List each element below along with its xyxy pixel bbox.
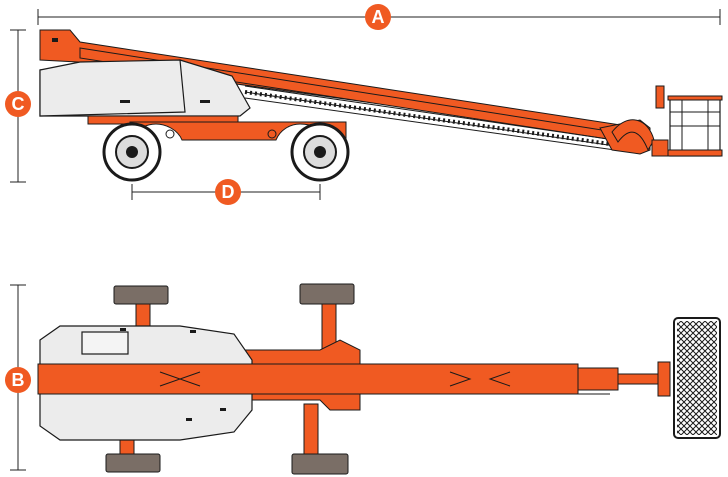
side-wheel-front: [290, 122, 350, 182]
badge-b-label: B: [12, 370, 25, 390]
side-turntable: [39, 59, 251, 117]
badge-c-label: C: [12, 94, 25, 114]
badge-c: C: [5, 91, 31, 117]
top-view: [10, 283, 721, 475]
top-boom: [37, 361, 671, 397]
top-platform: [673, 317, 721, 439]
badge-a: A: [365, 4, 391, 30]
side-platform: [651, 85, 723, 157]
side-wheel-rear: [102, 122, 162, 182]
badge-d-label: D: [222, 182, 235, 202]
side-view: [10, 9, 723, 200]
boom-cable-track: [244, 85, 616, 151]
top-tires: [105, 283, 355, 475]
badge-b: B: [5, 367, 31, 393]
badge-d: D: [215, 179, 241, 205]
badge-a-label: A: [372, 7, 385, 27]
